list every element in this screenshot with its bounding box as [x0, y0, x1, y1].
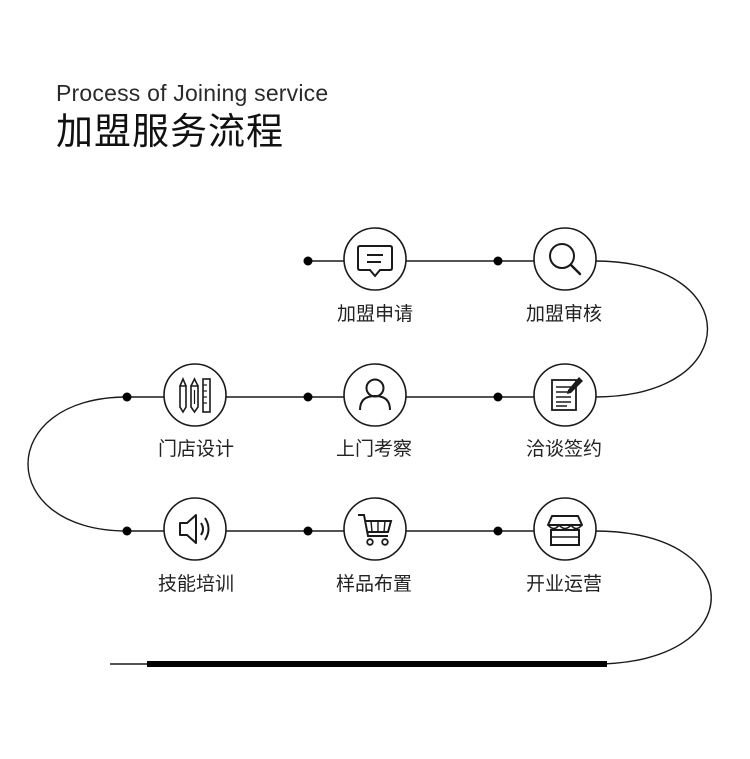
step-label-opening: 开业运营: [525, 573, 602, 595]
step-label-sign: 洽谈签约: [525, 438, 602, 460]
node-dot: [303, 256, 313, 266]
step-label-apply: 加盟申请: [336, 303, 413, 325]
step-label-training: 技能培训: [157, 573, 234, 595]
header: Process of Joining service 加盟服务流程: [56, 78, 328, 154]
bottom-bar: [147, 661, 607, 667]
speaker-icon: [163, 497, 227, 561]
design-tools-icon: [163, 363, 227, 427]
user-icon: [343, 363, 407, 427]
node-dot: [493, 256, 503, 266]
search-icon: [533, 227, 597, 291]
store-icon: [533, 497, 597, 561]
message-icon: [343, 227, 407, 291]
page-title: 加盟服务流程: [56, 110, 284, 153]
page-subtitle: Process of Joining service: [56, 80, 329, 106]
node-dot: [493, 392, 503, 402]
node-dot: [122, 526, 132, 536]
step-label-design: 门店设计: [157, 438, 234, 460]
node-dot: [303, 526, 313, 536]
step-label-samples: 样品布置: [335, 573, 412, 595]
flow-path: [27, 260, 712, 665]
node-dot: [122, 392, 132, 402]
step-label-review: 加盟审核: [525, 303, 602, 325]
cart-icon: [343, 497, 407, 561]
node-dot: [493, 526, 503, 536]
document-sign-icon: [533, 363, 597, 427]
step-label-visit: 上门考察: [335, 438, 412, 460]
node-dot: [303, 392, 313, 402]
